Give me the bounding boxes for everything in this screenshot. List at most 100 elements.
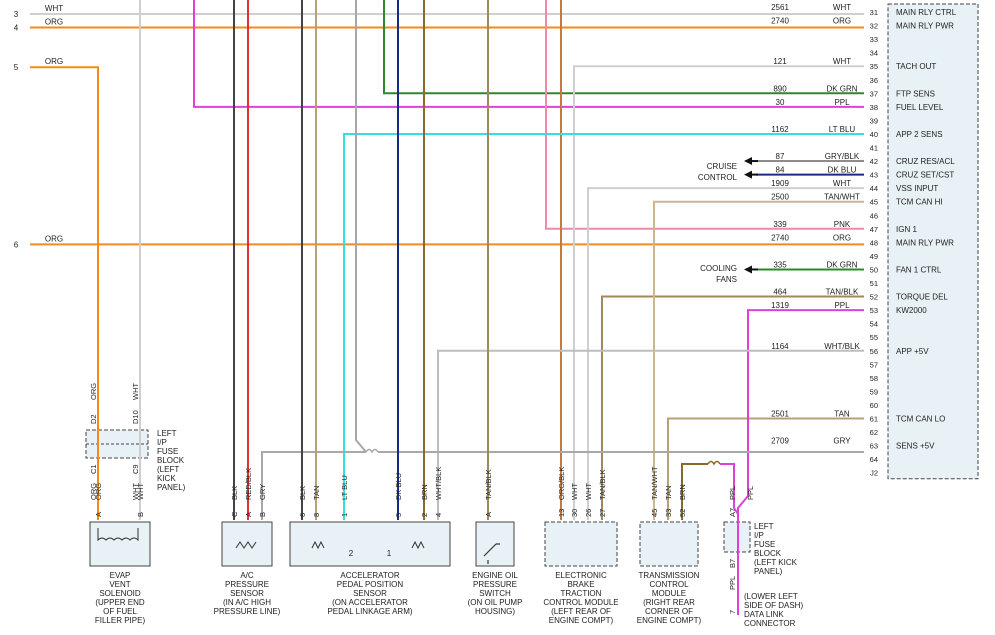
ecm-pin-number: 51 bbox=[870, 279, 878, 288]
circuit-number: 1909 bbox=[771, 179, 789, 188]
pin-label: 45 bbox=[650, 509, 659, 517]
fuse-block-label: KICK bbox=[157, 474, 176, 483]
fuse-block-label: I/P bbox=[157, 438, 167, 447]
pin-label: A bbox=[94, 512, 103, 517]
ecm-pin-number: 55 bbox=[870, 333, 878, 342]
ecm-pin-number: 35 bbox=[870, 62, 878, 71]
wire-whtblk-56 bbox=[437, 349, 864, 520]
ecm-pin-number: 61 bbox=[870, 415, 878, 424]
circuit-number: 2740 bbox=[771, 17, 789, 26]
component-caption: (UPPER END bbox=[95, 598, 145, 607]
pin-label: 52 bbox=[678, 509, 687, 517]
wire-color-label: TAN/WHT bbox=[650, 466, 659, 500]
wire-color-label: GRY bbox=[258, 484, 267, 500]
component-caption: PANEL) bbox=[754, 567, 783, 576]
ecm-pin-label: APP +5V bbox=[896, 347, 929, 356]
pin-label: 7 bbox=[728, 610, 737, 614]
wire-color-label: RED/BLK bbox=[244, 468, 253, 500]
ecm-pin-number: 40 bbox=[870, 130, 878, 139]
ecm-pin-number: 49 bbox=[870, 252, 878, 261]
wire-dkgrn-37 bbox=[383, 0, 864, 95]
ecm-pin-label: TACH OUT bbox=[896, 62, 936, 71]
pin-label: 8 bbox=[312, 513, 321, 517]
app-resistor-icon bbox=[311, 540, 425, 550]
ecm-pin-number: 41 bbox=[870, 144, 878, 153]
wire-color-label: WHT bbox=[136, 483, 145, 500]
circuit-number: 890 bbox=[773, 84, 787, 93]
pin-label: 13 bbox=[557, 509, 566, 517]
wire-tan-61 bbox=[667, 417, 864, 520]
wire-color-label: GRY/BLK bbox=[825, 152, 860, 161]
crossover-icon bbox=[365, 448, 379, 454]
pin-label: 1 bbox=[340, 513, 349, 517]
component-caption: SOLENOID bbox=[99, 589, 141, 598]
component-caption: MODULE bbox=[652, 589, 686, 598]
ecm-pin-number: 64 bbox=[870, 455, 878, 464]
fuse-block-label: PANEL) bbox=[157, 483, 186, 492]
wire-color-label: ORG bbox=[833, 233, 851, 242]
component-caption: SIDE OF DASH) bbox=[744, 601, 803, 610]
component-caption: ELECTRONIC bbox=[555, 571, 607, 580]
component-caption: VENT bbox=[109, 580, 130, 589]
circuit-number: 1162 bbox=[771, 125, 789, 134]
wire-ltblu-40 bbox=[343, 132, 864, 520]
ebtcm-box bbox=[544, 521, 618, 567]
component-caption: DATA LINK bbox=[744, 610, 784, 619]
fuse-pin: C1 bbox=[89, 464, 98, 474]
wire-wht-44 bbox=[587, 187, 864, 520]
ecm-pin-label: CRUZ SET/CST bbox=[896, 171, 954, 180]
ecm-pin-label: FTP SENS bbox=[896, 89, 935, 98]
component-caption: FUSE bbox=[754, 540, 775, 549]
ecm-pin-label: MAIN RLY PWR bbox=[896, 238, 954, 247]
fuse-pin: D10 bbox=[131, 410, 140, 424]
wire-color-label: PNK bbox=[834, 220, 851, 229]
ecm-pin-number: 50 bbox=[870, 265, 878, 274]
component-caption: (ON ACCELERATOR bbox=[332, 598, 408, 607]
wire-color-label: WHT bbox=[833, 57, 851, 66]
pin-label: A bbox=[244, 512, 253, 517]
side-label: FANS bbox=[716, 275, 737, 284]
fuse-block-label: (LEFT bbox=[157, 465, 179, 474]
ecm-pin-label: TCM CAN HI bbox=[896, 198, 943, 207]
component-caption: (IN A/C HIGH bbox=[223, 598, 271, 607]
wire-color-label: ORG bbox=[89, 383, 98, 400]
pin-label: 26 bbox=[584, 509, 593, 517]
pin-label: A7 bbox=[728, 508, 737, 517]
pin-label: 27 bbox=[598, 509, 607, 517]
pin-label: C bbox=[230, 511, 239, 517]
ecm-pin-number: 63 bbox=[870, 442, 878, 451]
arrow-icon bbox=[744, 265, 752, 274]
wire-color-label: WHT bbox=[45, 4, 63, 13]
crossover-icon bbox=[707, 460, 721, 466]
fuse-pin: D2 bbox=[89, 414, 98, 424]
wire-color-label: TAN/BLK bbox=[826, 288, 859, 297]
wire-color-label: ORG bbox=[833, 17, 851, 26]
ecm-pin-number: 47 bbox=[870, 225, 878, 234]
component-caption: TRACTION bbox=[561, 589, 602, 598]
wire-color-label: ORG bbox=[45, 57, 63, 66]
component-caption: HOUSING) bbox=[475, 607, 515, 616]
wire-color-label: GRY bbox=[833, 437, 851, 446]
circuit-number: 339 bbox=[773, 220, 787, 229]
side-label: COOLING bbox=[700, 264, 737, 273]
wire-color-label: WHT/BLK bbox=[824, 342, 860, 351]
wire-color-label: ORG/BLK bbox=[557, 467, 566, 500]
component-caption: FILLER PIPE) bbox=[95, 616, 146, 625]
arrow-icon bbox=[744, 170, 752, 179]
ecm-pin-number: 45 bbox=[870, 198, 878, 207]
component-caption: A/C bbox=[240, 571, 254, 580]
circuit-number: 121 bbox=[773, 57, 787, 66]
ecm-pin-number: 62 bbox=[870, 428, 878, 437]
wire-color-label: BLK bbox=[230, 486, 239, 500]
circuit-number: 2501 bbox=[771, 410, 789, 419]
component-caption: PRESSURE bbox=[473, 580, 517, 589]
left-row-number: 5 bbox=[14, 63, 19, 72]
component-caption: ENGINE COMPT) bbox=[549, 616, 614, 625]
wire-color-label: WHT bbox=[833, 179, 851, 188]
wire-color-label: WHT bbox=[570, 483, 579, 500]
wire-pnk-47 bbox=[545, 0, 864, 230]
component-caption: PEDAL LINKAGE ARM) bbox=[327, 607, 412, 616]
circuit-number: 84 bbox=[776, 166, 785, 175]
solenoid-coil-icon bbox=[97, 528, 139, 542]
ecm-pin-number: J2 bbox=[870, 469, 878, 478]
